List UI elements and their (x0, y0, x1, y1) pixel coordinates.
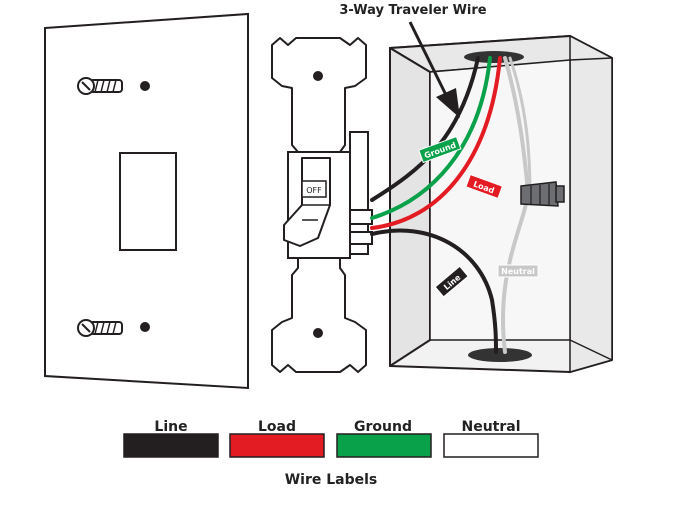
legend-label-line: Line (154, 419, 187, 435)
top-knockout (464, 51, 524, 63)
top-screw-hole (140, 81, 150, 91)
neutral-tag: Neutral (497, 264, 539, 278)
bottom-screw-icon (77, 319, 123, 337)
legend-swatch-neutral (443, 433, 539, 458)
wire-legend: Line Load Ground Neutral Wire Labels (123, 419, 539, 488)
toggle-switch: OFF (271, 37, 373, 373)
ground-wire (370, 56, 492, 220)
load-tag: Load (465, 173, 504, 200)
terminal-screw-bottom (349, 231, 373, 245)
wall-plate (44, 12, 249, 390)
callout-arrow-icon (408, 21, 460, 118)
bottom-knockout (468, 348, 532, 362)
legend-swatch-ground (336, 433, 432, 458)
neutral-wire-branch (508, 56, 532, 197)
legend-swatch-load (229, 433, 325, 458)
bottom-screw-hole (140, 322, 150, 332)
toggle-lever (283, 157, 331, 247)
legend-swatch-line (123, 433, 219, 458)
traveler-callout-label: 3-Way Traveler Wire (339, 3, 486, 18)
legend-label-load: Load (258, 419, 296, 435)
load-wire (370, 56, 502, 230)
svg-text:Neutral: Neutral (501, 267, 535, 276)
toggle-opening (119, 152, 177, 251)
switch-state-label: OFF (306, 186, 322, 195)
line-wire (370, 228, 498, 354)
top-screw-icon (77, 77, 123, 95)
legend-label-ground: Ground (354, 419, 412, 435)
legend-title: Wire Labels (285, 472, 378, 488)
legend-label-neutral: Neutral (461, 419, 520, 435)
terminal-screw-top (349, 209, 373, 225)
wire-nut-icon (520, 181, 565, 207)
